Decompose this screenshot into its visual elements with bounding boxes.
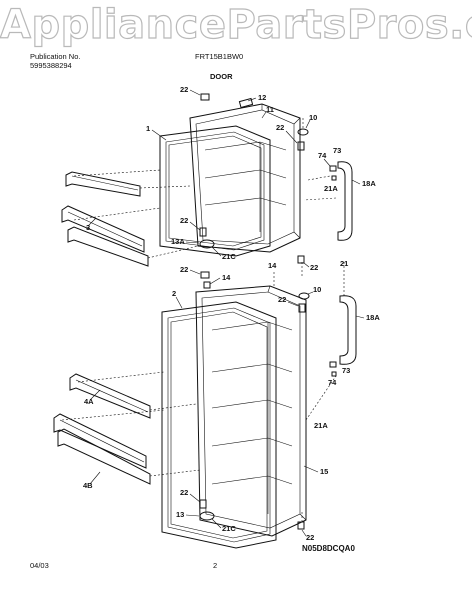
callout-21: 21 [340, 259, 348, 268]
callout-74b: 74 [328, 378, 337, 387]
model-number: FRT15B1BW0 [195, 52, 244, 61]
callout-22g: 22 [180, 488, 188, 497]
fresh-food-hinge-parts [199, 271, 337, 530]
callout-14: 14 [222, 273, 231, 282]
callout-21Cb: 21C [222, 524, 236, 533]
callout-15: 15 [320, 467, 328, 476]
callout-3: 3 [86, 223, 90, 232]
callout-73: 73 [333, 146, 341, 155]
callout-10: 10 [309, 113, 317, 122]
callout-4A: 4A [84, 397, 94, 406]
freezer-door-shelves [61, 171, 149, 267]
callout-22h: 22 [306, 533, 314, 542]
callout-4B: 4B [83, 481, 93, 490]
fresh-food-door-handle [339, 295, 357, 365]
callout-1: 1 [146, 124, 150, 133]
freezer-hinge-parts [199, 93, 337, 264]
callout-10b: 10 [313, 285, 321, 294]
callout-22b: 22 [276, 123, 284, 132]
fresh-food-door-gasket [161, 301, 277, 549]
callout-22d: 22 [310, 263, 318, 272]
freezer-door-handle [337, 161, 353, 241]
part-callouts: 22 12 11 10 1 22 74 73 21A 18A 22 3 13A … [83, 85, 380, 542]
callout-14b: 14 [268, 261, 277, 270]
callout-22c: 22 [180, 216, 188, 225]
footer-date: 04/03 [30, 561, 49, 570]
callout-22e: 22 [180, 265, 188, 274]
publication-number: 5995388294 [30, 61, 72, 70]
callout-22f: 22 [278, 295, 286, 304]
fresh-food-door-outer-panel [195, 285, 307, 537]
drawing-code: N05D8DCQA0 [302, 544, 355, 553]
callout-21Ab: 21A [314, 421, 328, 430]
callout-13A: 13A [171, 237, 185, 246]
callout-22: 22 [180, 85, 188, 94]
callout-18Ab: 18A [366, 313, 380, 322]
watermark-logo: AppliancePartsPros.com [0, 1, 472, 48]
callout-13: 13 [176, 510, 184, 519]
callout-2: 2 [172, 289, 176, 298]
section-title: DOOR [210, 72, 233, 81]
callout-11: 11 [266, 105, 274, 114]
freezer-door-gasket [159, 125, 271, 257]
fresh-food-door-shelves [53, 373, 151, 485]
freezer-door-outer-panel [189, 103, 301, 253]
callout-18A: 18A [362, 179, 376, 188]
callout-74: 74 [318, 151, 327, 160]
callout-21C: 21C [222, 252, 236, 261]
footer-page-number: 2 [213, 561, 218, 570]
callout-73b: 73 [342, 366, 350, 375]
callout-21A: 21A [324, 184, 338, 193]
callout-12: 12 [258, 93, 266, 102]
publication-label: Publication No. [30, 52, 81, 61]
